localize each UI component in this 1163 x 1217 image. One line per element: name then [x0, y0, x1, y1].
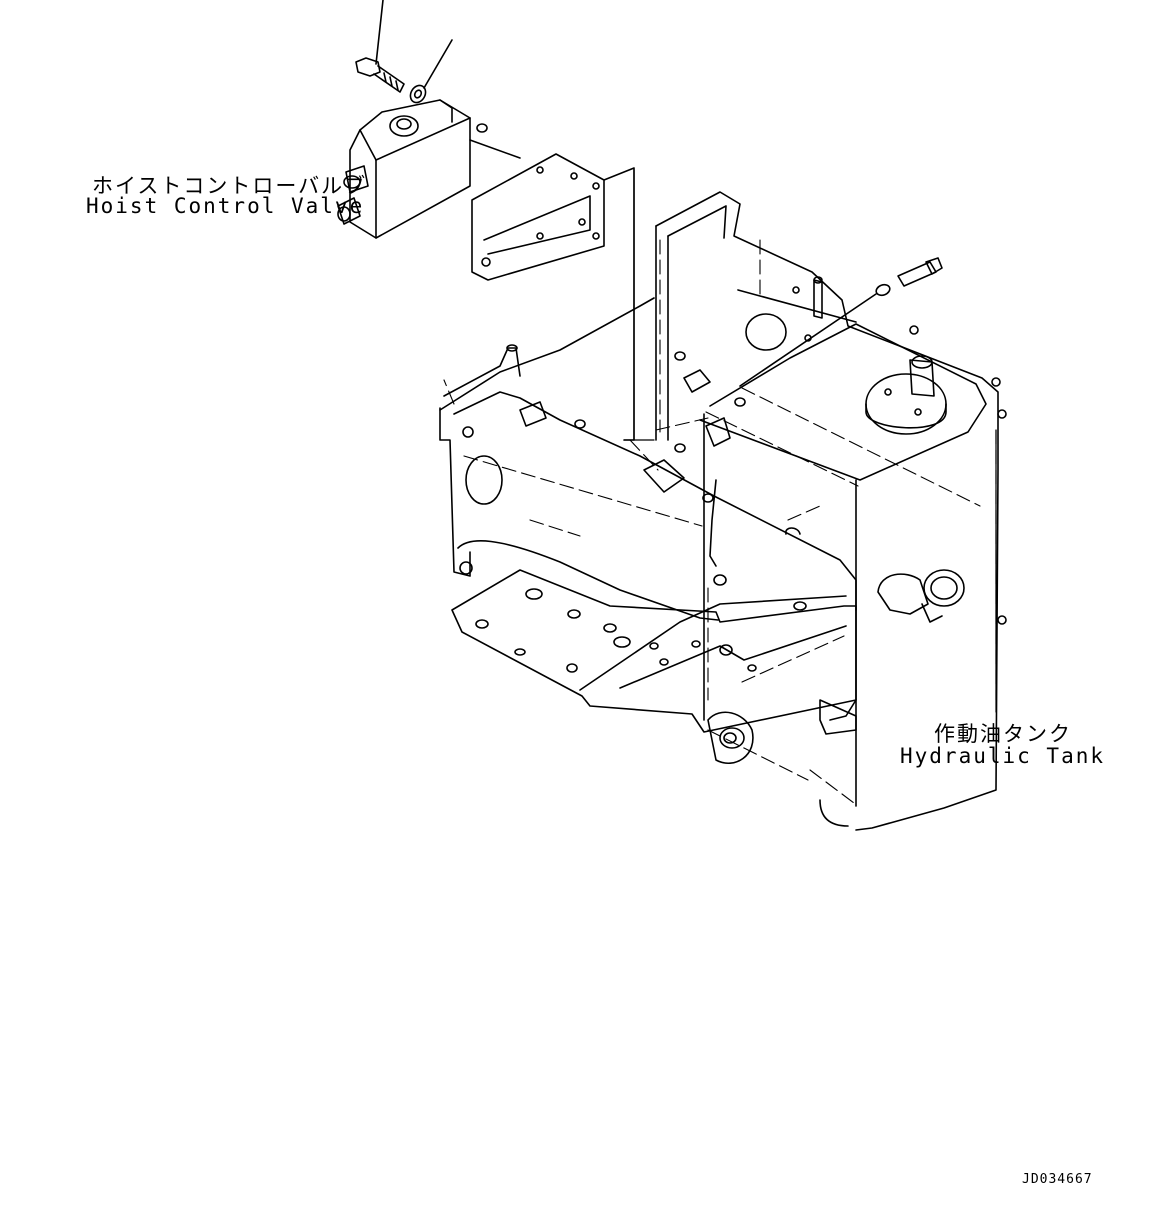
hoist-control-valve-label-en: Hoist Control Valve [86, 194, 365, 218]
washer-top [409, 39, 453, 104]
leader-lines [623, 169, 997, 713]
hoist-control-valve [337, 99, 521, 239]
hydraulic-tank-label-jp: 作動油タンク [934, 722, 1072, 746]
valve-bracket [471, 153, 635, 441]
hydraulic-tank [655, 191, 1007, 831]
bolt-top [355, 0, 405, 93]
hydraulic-tank-label-en: Hydraulic Tank [900, 744, 1106, 768]
frame-chassis [439, 297, 857, 733]
hoist-control-valve-label-jp: ホイストコントローバルブ [92, 174, 368, 198]
bolt-right [739, 257, 943, 387]
drawing-code: JD034667 [1022, 1172, 1093, 1187]
hidden-lines [443, 239, 997, 807]
